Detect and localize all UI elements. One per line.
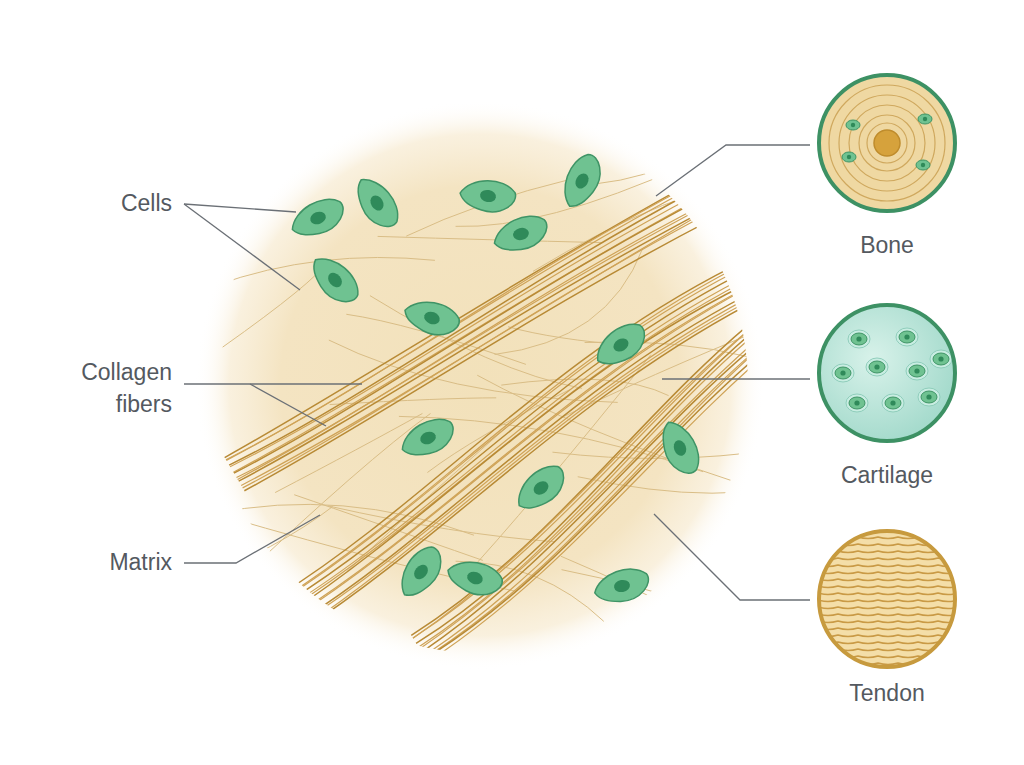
collagen-fiber	[427, 344, 778, 663]
leader-lines	[184, 145, 810, 600]
thin-fiber	[561, 556, 835, 702]
collagen-fiber	[425, 341, 776, 659]
thin-fiber	[378, 236, 602, 242]
collagen-fiber	[289, 285, 745, 613]
cartilage-sample: Cartilage	[812, 302, 962, 494]
collagen-fiber	[279, 266, 734, 596]
collagen-fiber	[413, 318, 763, 638]
cell	[400, 294, 463, 342]
part-label: Collagen fibers	[50, 356, 172, 420]
collagen-fiber	[286, 279, 742, 608]
sample-circle	[812, 528, 962, 672]
cell	[286, 194, 349, 242]
leader-line	[656, 145, 810, 196]
thin-fiber	[190, 507, 333, 584]
cell	[589, 318, 652, 373]
collagen-fiber	[416, 322, 765, 644]
collagen-fiber	[296, 296, 751, 626]
cell	[490, 212, 551, 256]
collagen-fiber	[413, 318, 763, 638]
cell	[443, 554, 506, 602]
leader-line	[662, 378, 810, 379]
collagen-fiber	[226, 185, 696, 460]
leader-line	[184, 204, 296, 212]
tendon-sample: Tendon	[812, 528, 962, 712]
cell	[592, 566, 652, 606]
sample-circle	[812, 72, 962, 216]
collagen-fiber	[424, 335, 774, 656]
sample-label: Bone	[812, 232, 962, 260]
sample-label: Cartilage	[812, 462, 962, 490]
collagen-fiber	[421, 332, 771, 652]
collagen-fiber	[419, 329, 769, 649]
collagen-fiber	[225, 181, 694, 457]
sample-label: Tendon	[812, 680, 962, 708]
collagen-fiber	[230, 193, 701, 467]
sample-circle	[812, 302, 962, 446]
collagen-fiber	[243, 211, 712, 487]
cell	[458, 176, 518, 216]
cell	[509, 459, 572, 516]
thin-fiber	[330, 398, 497, 405]
collagen-fiber	[425, 336, 774, 658]
cell	[554, 150, 609, 213]
matrix-disc	[195, 100, 765, 670]
cell	[396, 414, 459, 462]
collagen-fiber	[244, 218, 715, 491]
cell	[656, 416, 704, 479]
part-label: Cells	[32, 187, 172, 219]
collagen-fiber	[418, 324, 766, 647]
collagen-fiber	[229, 189, 698, 466]
collagen-fiber	[281, 268, 735, 599]
leader-line	[184, 383, 362, 384]
leader-line	[654, 514, 810, 600]
cell	[350, 171, 405, 234]
bone-sample: Bone	[812, 72, 962, 264]
thin-fiber	[194, 188, 278, 274]
leader-line	[250, 384, 326, 426]
cell	[305, 248, 364, 310]
part-label: Matrix	[32, 546, 172, 578]
collagen-fiber	[239, 208, 710, 481]
thin-fiber	[223, 261, 328, 347]
collagen-fiber	[233, 197, 703, 473]
collagen-fiber	[411, 315, 761, 636]
collagen-bundles	[225, 181, 778, 662]
thin-fibers	[190, 114, 846, 703]
cell	[391, 541, 450, 603]
collagen-fiber	[234, 198, 704, 474]
leader-line	[184, 515, 320, 563]
leader-line	[184, 204, 300, 290]
cells	[286, 150, 704, 606]
